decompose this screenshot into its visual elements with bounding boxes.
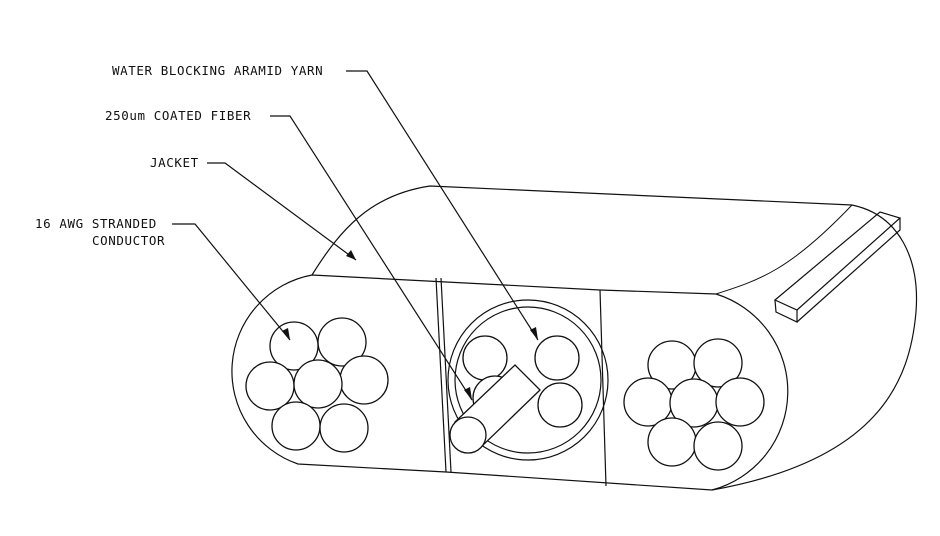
strength-member-bar — [773, 211, 902, 323]
cable-jacket — [231, 185, 918, 491]
callout-jacket: JACKET — [150, 155, 357, 261]
callout-fiber: 250um COATED FIBER — [105, 108, 473, 401]
label-yarn: WATER BLOCKING ARAMID YARN — [112, 63, 323, 78]
callout-conductor: 16 AWG STRANDED CONDUCTOR — [35, 216, 291, 341]
label-conductor-line1: 16 AWG STRANDED — [35, 216, 157, 231]
fiber-tube — [447, 299, 609, 461]
section-dividers — [435, 277, 607, 487]
callout-yarn: WATER BLOCKING ARAMID YARN — [112, 63, 539, 341]
label-fiber: 250um COATED FIBER — [105, 108, 251, 123]
right-conductor-bundle — [623, 338, 765, 471]
label-conductor-line2: CONDUCTOR — [92, 233, 165, 248]
label-jacket: JACKET — [150, 155, 199, 170]
left-conductor-bundle — [245, 317, 389, 453]
